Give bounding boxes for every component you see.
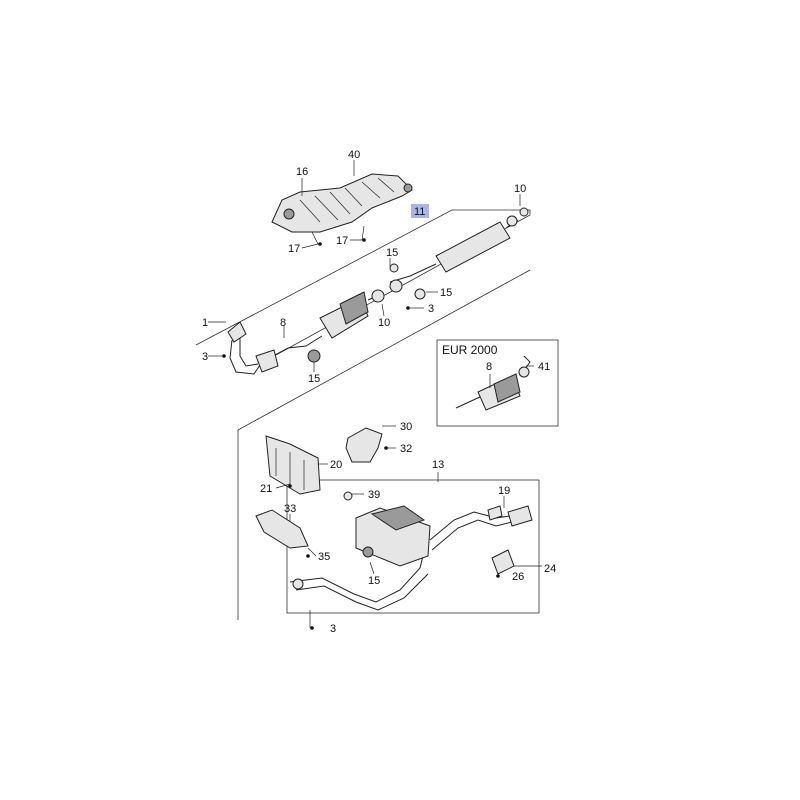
- inset-catalytic-converter: [455, 355, 531, 411]
- callout-32: 32: [400, 443, 412, 455]
- center-pipe-resonator: [389, 207, 529, 300]
- callout-11-highlight: [411, 204, 429, 218]
- callout-1: 1: [202, 317, 208, 329]
- callout-8-inset: 8: [486, 361, 492, 373]
- heat-shield-20: [265, 435, 321, 495]
- callout-15-top: 15: [386, 247, 398, 259]
- callout-35: 35: [318, 551, 330, 563]
- callout-3-mid: 3: [428, 303, 434, 315]
- callout-3-bottom: 3: [330, 623, 336, 635]
- callout-24: 24: [544, 563, 556, 575]
- callout-15-rear: 15: [368, 575, 380, 587]
- callout-41: 41: [538, 361, 550, 373]
- rear-muffler: [289, 491, 533, 611]
- heat-shield-33: [255, 509, 309, 549]
- callout-39: 39: [368, 489, 380, 501]
- inset-frame: [436, 339, 559, 427]
- callout-19: 19: [498, 485, 510, 497]
- callout-17-left: 17: [288, 243, 300, 255]
- callout-15-front: 15: [308, 373, 320, 385]
- front-pipe: [227, 321, 323, 375]
- inset-title: EUR 2000: [442, 343, 498, 357]
- callout-15-right: 15: [440, 287, 452, 299]
- callout-11: 11: [414, 206, 425, 218]
- callout-13: 13: [432, 459, 444, 471]
- callout-26: 26: [512, 571, 524, 583]
- catalytic-converter: [319, 289, 385, 339]
- callout-33: 33: [284, 503, 296, 515]
- callout-16: 16: [296, 166, 308, 178]
- callout-3-left: 3: [202, 351, 208, 363]
- callout-40: 40: [348, 149, 360, 161]
- heat-shield-upper: [271, 173, 413, 233]
- heat-shield-30: [345, 427, 383, 463]
- fastener-dots: [222, 238, 500, 630]
- callout-21: 21: [260, 483, 272, 495]
- callout-17-right: 17: [336, 235, 348, 247]
- callout-30: 30: [400, 421, 412, 433]
- lower-frame: [237, 269, 531, 620]
- tail-pipe-tip: [491, 549, 515, 575]
- callout-20: 20: [330, 459, 342, 471]
- callout-10-mid: 10: [378, 317, 390, 329]
- callout-8-front: 8: [280, 317, 286, 329]
- leader-lines: [208, 160, 542, 628]
- callout-10-top: 10: [514, 183, 526, 195]
